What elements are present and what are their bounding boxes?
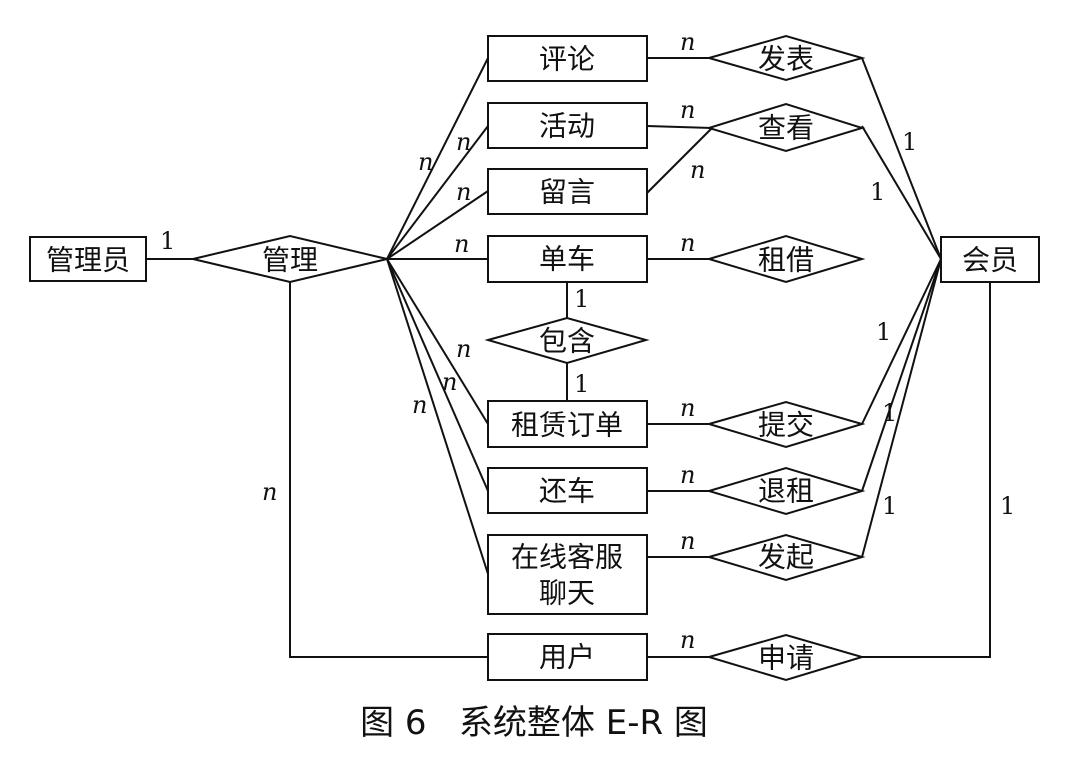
card-comment-publish: n — [680, 28, 695, 56]
entity-member: 会员 — [940, 236, 1040, 283]
relationship-contain-label: 包含 — [539, 325, 595, 358]
entity-message: 留言 — [487, 168, 648, 215]
entity-activity: 活动 — [487, 102, 648, 149]
edge-manage-user — [289, 282, 488, 658]
card-manage-message: n — [456, 178, 471, 206]
entity-bike: 单车 — [487, 235, 648, 283]
edge-cancel-member — [861, 258, 942, 492]
card-manage-order: n — [456, 335, 471, 363]
card-apply-member: 1 — [1000, 492, 1015, 520]
card-return-cancel: n — [680, 461, 695, 489]
card-contain-order: 1 — [574, 370, 589, 398]
card-manage-return: n — [442, 368, 457, 396]
entity-admin: 管理员 — [29, 236, 147, 282]
cardinalities: 1 n n n n n n n n n n n n n n n n 1 1 1 … — [160, 28, 1015, 654]
card-manage-chat: n — [412, 391, 427, 419]
entity-return-bike-label: 还车 — [539, 475, 595, 508]
card-user-apply: n — [680, 626, 695, 654]
edges — [146, 57, 991, 658]
relationship-apply: 申请 — [705, 633, 866, 682]
entity-user: 用户 — [487, 633, 648, 681]
entity-bike-label: 单车 — [539, 243, 595, 276]
figure-caption: 图 6 系统整体 E-R 图 — [360, 703, 708, 743]
entity-member-label: 会员 — [962, 244, 1018, 277]
entity-online-chat: 在线客服 聊天 — [487, 534, 648, 615]
entity-comment-label: 评论 — [539, 43, 595, 76]
card-submit-member: 1 — [876, 318, 891, 346]
entity-order: 租赁订单 — [487, 400, 648, 448]
card-manage-bike: n — [454, 230, 469, 258]
entity-comment: 评论 — [487, 35, 648, 82]
relationship-publish: 发表 — [705, 34, 866, 82]
card-bike-contain: 1 — [574, 285, 589, 313]
edge-manage-chat — [386, 258, 489, 575]
card-manage-comment: n — [418, 148, 433, 176]
card-activity-view: n — [680, 96, 695, 124]
card-admin-manage: 1 — [160, 227, 175, 255]
relationships: 管理 发表 查看 租借 包含 提交 退租 发起 — [192, 34, 866, 682]
edge-view-member — [861, 125, 942, 260]
entity-order-label: 租赁订单 — [511, 409, 623, 442]
relationship-view: 查看 — [705, 102, 866, 153]
relationship-initiate: 发起 — [705, 533, 866, 582]
relationship-submit-label: 提交 — [758, 409, 814, 442]
entity-admin-label: 管理员 — [46, 244, 130, 277]
card-message-view: n — [690, 156, 705, 184]
relationship-view-label: 查看 — [758, 112, 814, 145]
entity-online-chat-label-line1: 在线客服 — [511, 541, 623, 574]
entity-online-chat-label-line2: 聊天 — [539, 577, 595, 610]
edge-initiate-member — [861, 258, 942, 558]
edge-manage-message — [386, 190, 489, 260]
relationship-rent-label: 租借 — [758, 244, 814, 277]
relationship-submit: 提交 — [705, 400, 866, 449]
relationship-cancel-rent: 退租 — [705, 466, 866, 516]
edge-apply-member — [862, 282, 991, 658]
entity-return-bike: 还车 — [487, 467, 648, 514]
card-publish-member: 1 — [902, 128, 917, 156]
relationship-rent: 租借 — [705, 234, 866, 284]
entity-user-label: 用户 — [539, 641, 595, 674]
edge-manage-comment — [386, 57, 489, 260]
edge-manage-return — [386, 258, 489, 492]
card-order-submit: n — [680, 394, 695, 422]
edge-manage-activity — [386, 125, 489, 260]
card-bike-rent: n — [680, 229, 695, 257]
edge-activity-view — [646, 125, 713, 129]
card-view-member: 1 — [870, 178, 885, 206]
edge-submit-member — [861, 258, 942, 425]
relationship-apply-label: 申请 — [758, 642, 814, 675]
card-chat-initiate: n — [680, 527, 695, 555]
edge-publish-member — [861, 57, 942, 260]
relationship-manage-label: 管理 — [262, 244, 318, 277]
relationship-publish-label: 发表 — [758, 43, 814, 76]
relationship-manage: 管理 — [192, 234, 388, 284]
card-manage-activity: n — [456, 128, 471, 156]
entity-activity-label: 活动 — [539, 110, 595, 143]
card-manage-user: n — [262, 478, 277, 506]
entity-message-label: 留言 — [539, 176, 595, 209]
edge-message-view — [646, 127, 713, 194]
relationship-cancel-rent-label: 退租 — [758, 475, 814, 508]
relationship-initiate-label: 发起 — [758, 541, 814, 574]
card-initiate-member: 1 — [882, 492, 897, 520]
edge-manage-order — [386, 258, 489, 425]
relationship-contain: 包含 — [484, 316, 650, 365]
entities: 管理员 会员 评论 活动 留言 单车 租赁订单 还车 — [29, 35, 1040, 681]
card-cancel-member: 1 — [882, 399, 897, 427]
